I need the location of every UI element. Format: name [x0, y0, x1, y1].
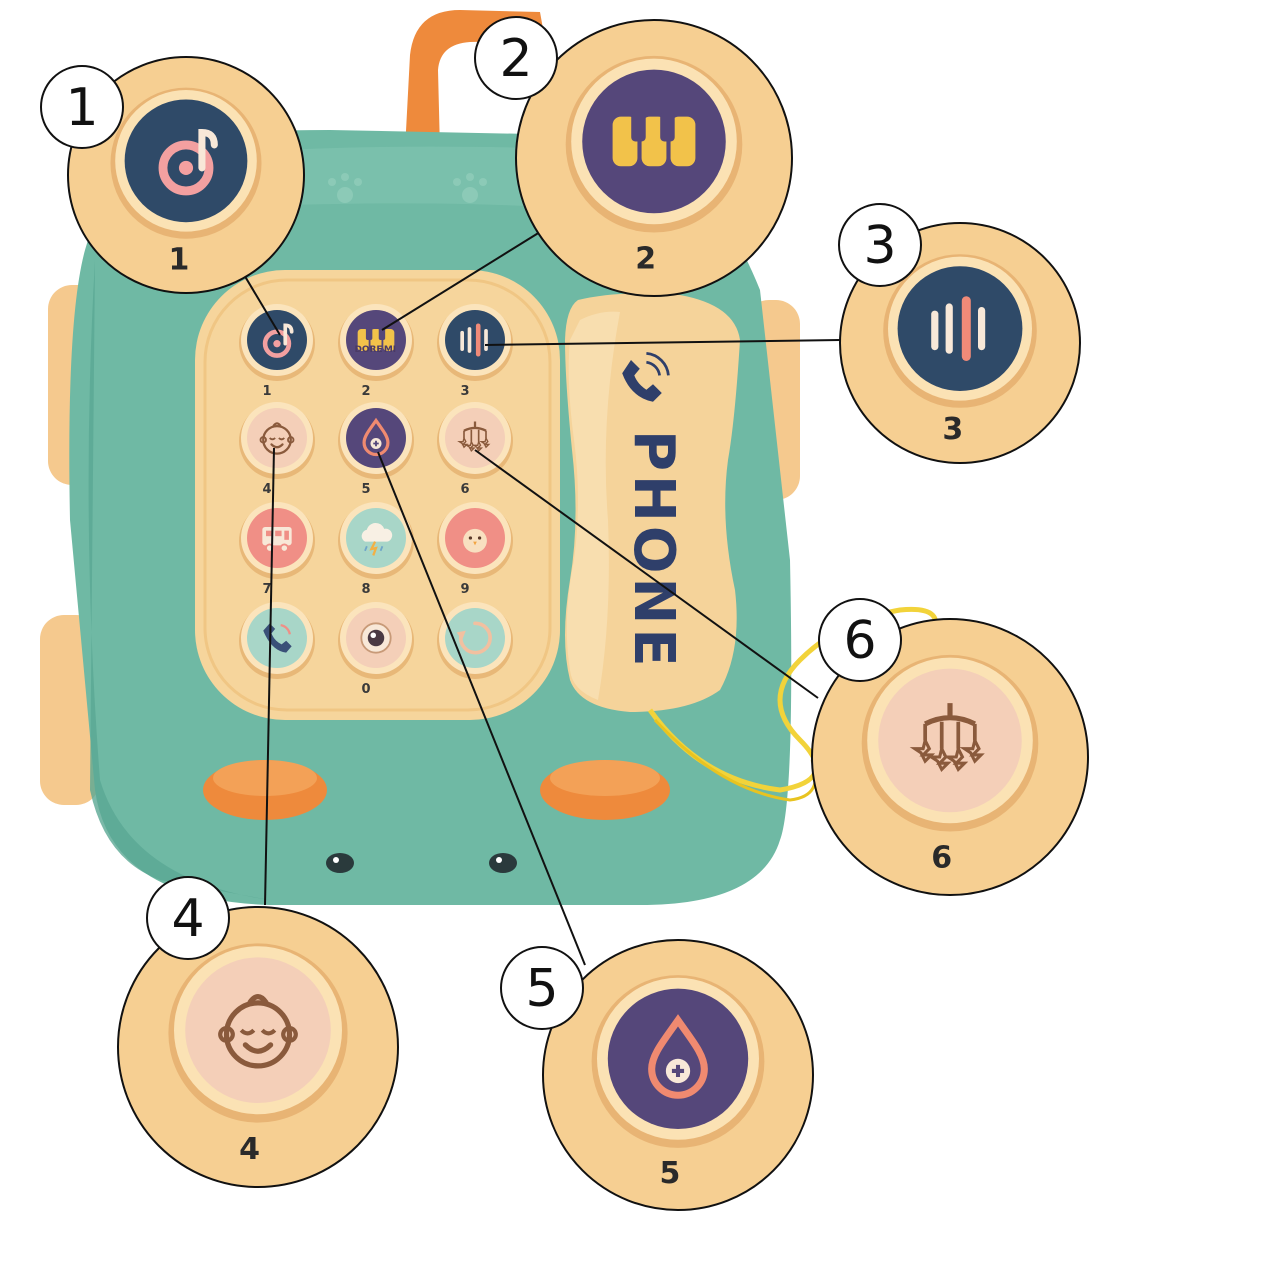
callout-badge-circle — [40, 65, 124, 149]
key-face — [247, 608, 307, 668]
callout-number: 3 — [863, 216, 896, 276]
key-number-label: 1 — [262, 384, 271, 399]
key-face — [247, 408, 307, 468]
carry-handle — [405, 10, 545, 150]
leader-line-2 — [381, 231, 541, 331]
key-number-label: 4 — [262, 482, 271, 497]
key-number-label: 3 — [460, 384, 469, 399]
key-number-label: 8 — [361, 582, 370, 597]
zoom-button-face — [185, 957, 331, 1103]
zoom-button-face — [878, 668, 1022, 813]
callout-badge: 2 — [474, 16, 558, 100]
keypad-key-8[interactable]: 8 — [338, 502, 414, 597]
keypad-key-6[interactable]: 6 — [437, 402, 513, 497]
phone-handset — [565, 293, 740, 712]
callout-badge: 5 — [500, 946, 584, 1030]
leader-line-1 — [239, 267, 281, 336]
zoom-number-label: 4 — [239, 1132, 260, 1167]
callout-6: 66 — [811, 598, 1089, 896]
callout-badge-circle — [500, 946, 584, 1030]
callout-3: 33 — [838, 203, 1081, 464]
zoom-number-label: 3 — [942, 412, 963, 447]
keypad-panel-inner — [203, 278, 552, 712]
callout-badge-circle — [838, 203, 922, 287]
keypad-key-5[interactable]: 5 — [338, 402, 414, 497]
callout-1: 11 — [40, 56, 305, 294]
zoom-number-label: 2 — [635, 241, 656, 276]
leader-lines — [239, 231, 841, 966]
keypad-key-7[interactable]: 7 — [239, 502, 315, 597]
piano-note-label: MI — [384, 345, 396, 355]
zoom-number-label: 6 — [931, 840, 952, 875]
keypad-key-4[interactable]: 4 — [239, 402, 315, 497]
phone-cord — [647, 606, 939, 793]
callout-4: 44 — [117, 876, 399, 1188]
camera-lens-icon — [360, 622, 392, 654]
zoom-button-face — [124, 99, 248, 223]
paw-print-right — [453, 173, 487, 203]
eye-right-glint — [496, 857, 502, 863]
eye-left-glint — [333, 857, 339, 863]
key-number-label: 6 — [460, 482, 469, 497]
keypad-key-11[interactable]: 0 — [338, 602, 414, 697]
callout-badge-circle — [474, 16, 558, 100]
foot-left-top — [213, 760, 317, 796]
callout-number: 4 — [171, 889, 204, 949]
callout-badge: 4 — [146, 876, 230, 960]
eye-left — [326, 853, 354, 873]
piano-note-label: RE — [369, 345, 382, 355]
keypad-key-10[interactable] — [239, 602, 315, 679]
callout-number: 1 — [65, 78, 98, 138]
key-number-label: 7 — [262, 582, 271, 597]
callout-number: 2 — [499, 29, 532, 89]
leader-line-3 — [484, 339, 841, 346]
callout-number: 5 — [525, 959, 558, 1019]
keypad-key-1[interactable]: 1 — [239, 304, 315, 399]
phone-handset-icon — [622, 352, 670, 402]
zoom-button-face — [897, 266, 1023, 391]
foot-right-top — [550, 760, 660, 796]
leader-line-6 — [474, 449, 819, 699]
paw-print-left — [328, 173, 362, 203]
callout-5: 55 — [500, 939, 814, 1211]
keypad-key-3[interactable]: 3 — [437, 304, 513, 399]
handset-shading — [566, 311, 620, 700]
key-number-label: 2 — [361, 384, 370, 399]
piano-keys-icon — [612, 112, 696, 167]
callout-badge: 1 — [40, 65, 124, 149]
key-number-label: 9 — [460, 582, 469, 597]
key-number-label: 5 — [361, 482, 370, 497]
keypad-key-9[interactable]: 9 — [437, 502, 513, 597]
callout-badge-circle — [146, 876, 230, 960]
leader-line-4 — [264, 447, 275, 906]
key-face — [445, 408, 505, 468]
callout-badge: 6 — [818, 598, 902, 682]
callout-badge: 3 — [838, 203, 922, 287]
key-face — [445, 310, 505, 370]
piano-note-label: DO — [354, 345, 369, 355]
leader-line-5 — [377, 451, 586, 966]
callout-2: 22 — [474, 16, 793, 297]
key-number-label: 0 — [361, 682, 370, 697]
zoom-number-label: 5 — [659, 1156, 680, 1191]
callout-badge-circle — [818, 598, 902, 682]
handset-phone-label: PHONE — [621, 430, 686, 671]
zoom-number-label: 1 — [168, 242, 189, 277]
callout-number: 6 — [843, 611, 876, 671]
eye-right — [489, 853, 517, 873]
